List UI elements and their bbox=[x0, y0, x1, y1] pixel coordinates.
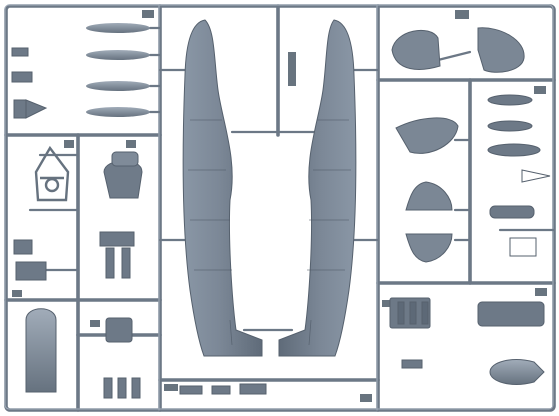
rudder-part bbox=[395, 117, 459, 154]
fuselage-left-half bbox=[182, 19, 263, 357]
tail-fin-parts bbox=[405, 181, 453, 263]
fuselage-right-half bbox=[278, 19, 357, 357]
sprue-gates bbox=[28, 26, 556, 332]
drop-tank-parts bbox=[86, 23, 150, 117]
bottom-strip-parts bbox=[179, 383, 267, 395]
propeller-spinner bbox=[489, 359, 545, 385]
sprue-frame bbox=[4, 4, 556, 412]
seat-part bbox=[103, 151, 143, 199]
cowl-part bbox=[25, 308, 57, 393]
small-parts-right bbox=[487, 94, 551, 257]
seat-frame-left bbox=[34, 145, 70, 202]
engine-parts bbox=[389, 297, 545, 369]
horizontal-stabilizer-top bbox=[391, 27, 525, 73]
small-parts-left bbox=[11, 47, 48, 119]
cockpit-parts bbox=[13, 231, 141, 399]
part-number-tabs bbox=[12, 10, 547, 402]
